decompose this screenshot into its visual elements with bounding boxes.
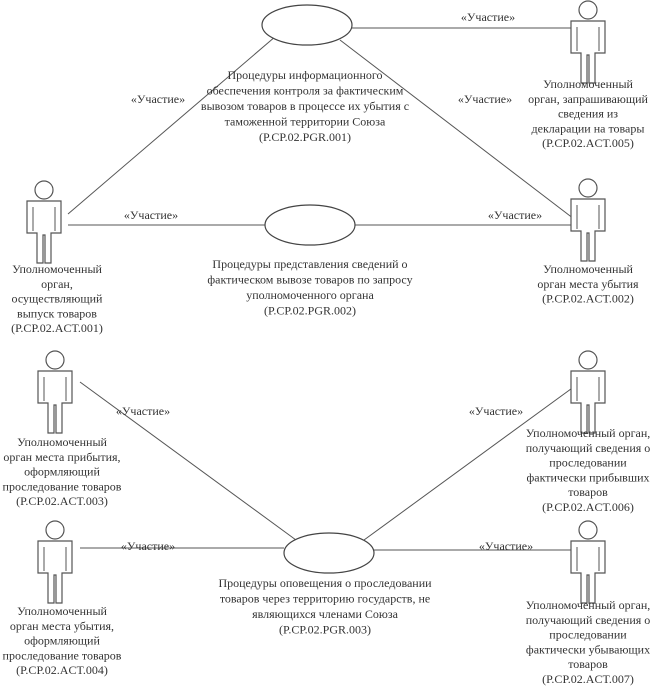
use-case-label: уполномоченного органа xyxy=(246,288,374,302)
actor-head-icon xyxy=(578,520,598,540)
actor-label: Уполномоченный xyxy=(543,77,633,91)
actor-label: (P.CP.02.ACT.002) xyxy=(542,292,634,306)
actor-label: (P.CP.02.ACT.004) xyxy=(16,663,108,677)
actor-label: оформляющий xyxy=(24,634,100,648)
use-case-ellipse xyxy=(261,4,353,46)
actor-label: получающий сведения о xyxy=(526,441,651,455)
use-case-label: являющихся членами Союза xyxy=(252,607,398,621)
actor-label: (P.CP.02.ACT.003) xyxy=(16,494,108,508)
use-case-label: вывозом товаров в процессе их убытия с xyxy=(201,99,409,113)
actor-label: товаров xyxy=(568,657,608,671)
use-case-label: фактическом вывозе товаров по запросу xyxy=(207,273,412,287)
association-line xyxy=(67,35,277,215)
use-case-label: Процедуры информационного xyxy=(227,68,382,82)
actor-body-icon xyxy=(570,198,606,262)
actor-label: проследование товаров xyxy=(3,648,122,662)
actor-head-icon xyxy=(578,178,598,198)
actor-body-icon xyxy=(570,540,606,604)
actor-label: фактически прибывших xyxy=(526,470,649,484)
actor-label: (P.CP.02.ACT.006) xyxy=(542,500,634,514)
actor-label: орган, запрашивающий xyxy=(528,92,648,106)
actor-body-icon xyxy=(570,370,606,434)
actor-label: Уполномоченный xyxy=(17,435,107,449)
actor-head-icon xyxy=(578,350,598,370)
actor-label: проследование товаров xyxy=(3,479,122,493)
actor-body-icon xyxy=(570,20,606,84)
use-case-label: товаров через территорию государств, не xyxy=(220,592,430,606)
actor-label: осуществляющий xyxy=(12,292,104,306)
actor-label: орган места прибытия, xyxy=(3,450,120,464)
actor-label: орган места убытия, xyxy=(10,619,114,633)
actor-head-icon xyxy=(45,520,65,540)
actor-label: (P.CP.02.ACT.007) xyxy=(542,672,634,686)
actor-label: выпуск товаров xyxy=(17,306,97,320)
participation-label: «Участие» xyxy=(458,92,512,106)
actor-label: орган, xyxy=(41,277,73,291)
use-case-label: таможенной территории Союза xyxy=(225,115,386,129)
association-line xyxy=(79,381,297,541)
participation-label: «Участие» xyxy=(131,92,185,106)
use-case-ellipse xyxy=(264,204,356,246)
actor-body-icon xyxy=(37,370,73,434)
participation-label: «Участие» xyxy=(479,539,533,553)
use-case-label: Процедуры оповещения о проследовании xyxy=(218,576,432,590)
actor-label: проследовании xyxy=(549,628,627,642)
use-case-label: (P.CP.02.PGR.003) xyxy=(279,623,371,637)
actor-label: получающий сведения о xyxy=(526,613,651,627)
actor-body-icon xyxy=(26,200,62,264)
participation-label: «Участие» xyxy=(124,208,178,222)
actor-label: товаров xyxy=(568,485,608,499)
actor-label: (P.CP.02.ACT.005) xyxy=(542,136,634,150)
actor-label: (P.CP.02.ACT.001) xyxy=(11,321,103,335)
actor-label: проследовании xyxy=(549,456,627,470)
actor-label: Уполномоченный xyxy=(17,604,107,618)
actor-label: Уполномоченный орган, xyxy=(526,426,651,440)
use-case-label: (P.CP.02.PGR.001) xyxy=(259,130,351,144)
actor-head-icon xyxy=(34,180,54,200)
use-case-ellipse xyxy=(283,532,375,574)
actor-label: Уполномоченный орган, xyxy=(526,598,651,612)
actor-label: сведения из xyxy=(558,107,618,121)
actor-label: Уполномоченный xyxy=(543,262,633,276)
actor-body-icon xyxy=(37,540,73,604)
participation-label: «Участие» xyxy=(469,404,523,418)
participation-label: «Участие» xyxy=(461,10,515,24)
use-case-label: Процедуры представления сведений о xyxy=(212,257,407,271)
association-line xyxy=(363,385,576,541)
actor-label: фактически убывающих xyxy=(526,642,650,656)
participation-label: «Участие» xyxy=(121,539,175,553)
association-line xyxy=(339,39,579,223)
actor-label: декларации на товары xyxy=(532,121,645,135)
actor-label: оформляющий xyxy=(24,465,100,479)
use-case-label: (P.CP.02.PGR.002) xyxy=(264,304,356,318)
participation-label: «Участие» xyxy=(488,208,542,222)
use-case-label: обеспечения контроля за фактическим xyxy=(207,84,404,98)
participation-label: «Участие» xyxy=(116,404,170,418)
actor-label: орган места убытия xyxy=(537,277,639,291)
actor-label: Уполномоченный xyxy=(12,262,102,276)
actor-head-icon xyxy=(45,350,65,370)
actor-head-icon xyxy=(578,0,598,20)
